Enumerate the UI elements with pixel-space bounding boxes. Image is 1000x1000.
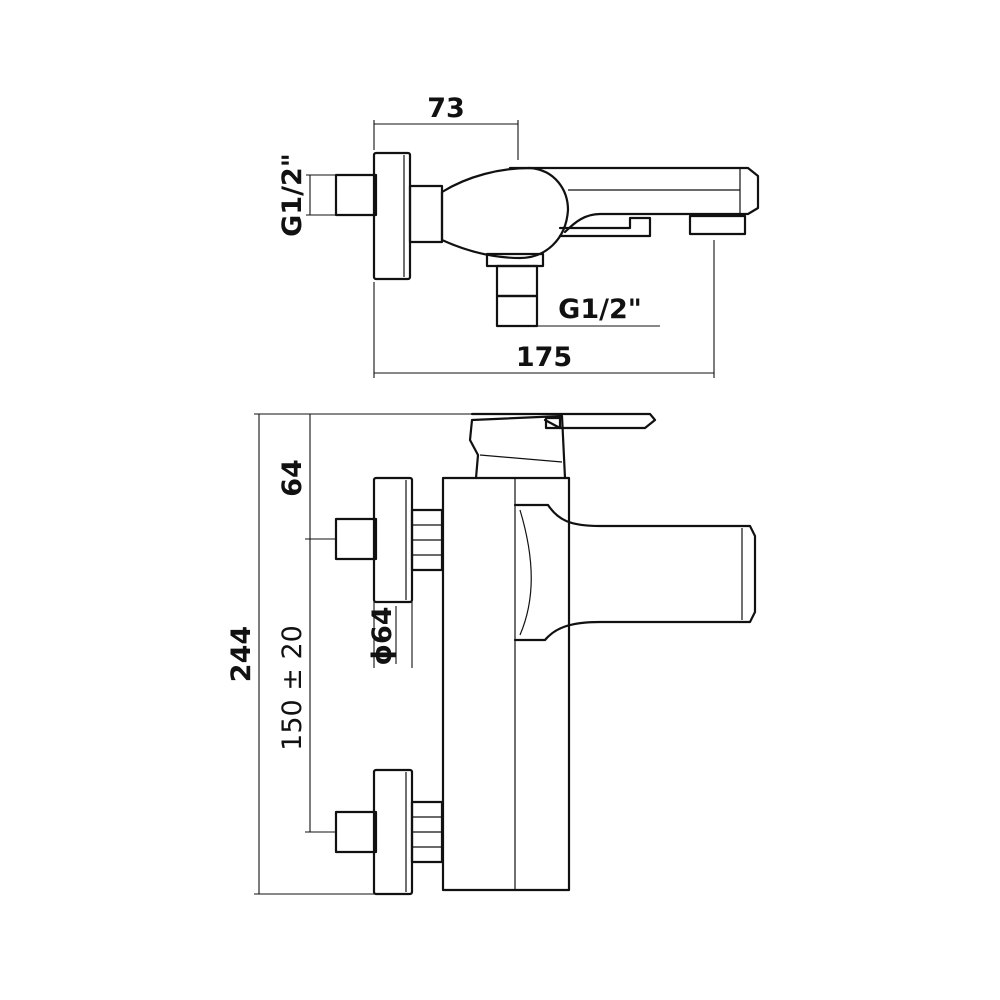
front-view: 244 64 150 ± 20 ϕ64 <box>226 412 757 896</box>
dim-64-label: 64 <box>277 459 308 497</box>
dim-150-label: 150 ± 20 <box>277 625 308 751</box>
top-handle <box>508 166 760 234</box>
top-inlet-stub <box>334 173 378 217</box>
dim-g12-left-label: G1/2" <box>277 153 308 237</box>
top-spout-base <box>558 216 652 238</box>
front-handle <box>470 412 657 430</box>
dim-175-label: 175 <box>516 342 572 373</box>
front-spout-curve <box>519 509 532 636</box>
front-upper-inlet <box>334 517 378 561</box>
front-body <box>441 476 571 892</box>
top-view: 73 G1/2" G1/2" 175 <box>277 93 760 378</box>
dim-244-label: 244 <box>226 626 257 682</box>
front-cartridge <box>468 414 567 480</box>
front-lower-inlet <box>334 810 378 854</box>
dim-g12-bottom-label: G1/2" <box>558 294 642 325</box>
front-spout <box>513 503 757 642</box>
top-bottom-nut <box>495 264 539 298</box>
top-spout-outlet <box>688 214 747 236</box>
front-handle-hub <box>544 416 562 430</box>
front-cartridge-line <box>479 454 563 463</box>
dim-phi64-label: ϕ64 <box>367 606 398 665</box>
top-bottom-stub <box>495 294 539 328</box>
top-nut <box>408 184 444 244</box>
top-body <box>440 166 570 260</box>
dim-73-label: 73 <box>427 93 465 124</box>
